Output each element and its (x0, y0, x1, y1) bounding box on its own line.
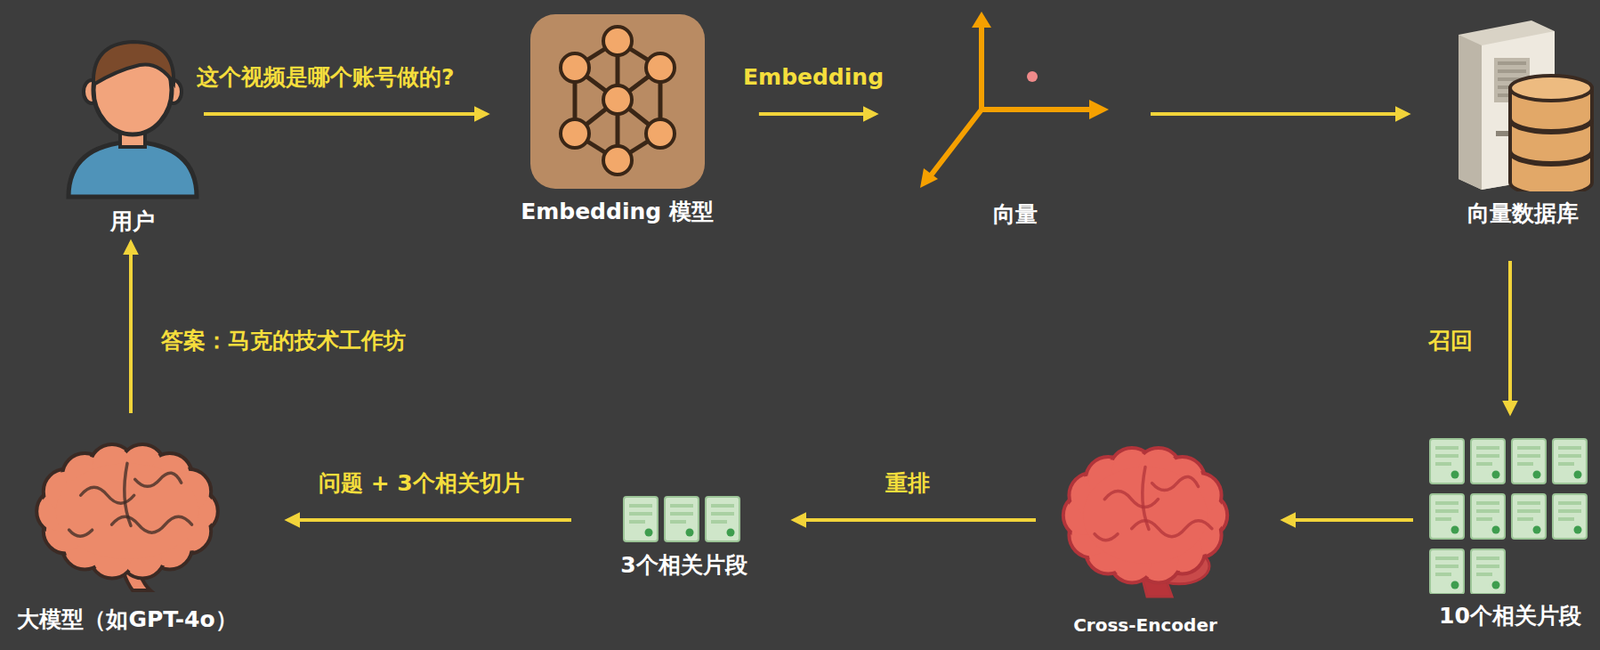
node-icon (61, 25, 204, 200)
flow-arrow (203, 112, 487, 116)
node-icon (918, 9, 1113, 193)
node-icon (1060, 444, 1230, 602)
node-label: 向量数据库 (1467, 200, 1579, 227)
edge-label: 召回 (1428, 327, 1473, 355)
node-label: 用户 (110, 208, 155, 235)
flow-arrow (793, 517, 1036, 522)
flow-arrow (1150, 112, 1408, 116)
node-label: 3个相关片段 (620, 551, 747, 579)
node-icon (1428, 436, 1592, 594)
node-label: 大模型（如GPT-4o） (16, 606, 237, 633)
edge-label: 这个视频是哪个账号做的? (196, 64, 455, 91)
edge-label: 问题 + 3个相关切片 (318, 469, 525, 497)
llm-node: 大模型（如GPT-4o） (8, 440, 247, 633)
edge-label: 答案：马克的技术工作坊 (161, 327, 406, 355)
user-node: 用户 (61, 25, 204, 235)
vector-node: 向量 (918, 9, 1113, 228)
vector-database-node: 向量数据库 (1448, 15, 1598, 227)
fragments-10-node: 10个相关片段 (1428, 436, 1592, 630)
node-label: 10个相关片段 (1438, 602, 1582, 630)
cross-encoder-node: Cross-Encoder (1060, 444, 1230, 636)
edge-label: Embedding (743, 64, 884, 91)
flow-arrow (1283, 517, 1414, 522)
flow-arrow (287, 517, 572, 522)
flow-arrow (129, 242, 133, 413)
node-icon (30, 440, 225, 598)
node-icon (1449, 15, 1597, 192)
flow-arrow (759, 112, 876, 116)
node-icon (528, 12, 706, 190)
node-label: Cross-Encoder (1073, 614, 1218, 636)
node-label: 向量 (993, 201, 1038, 228)
edge-label: 重排 (885, 469, 930, 497)
flow-arrow (1508, 260, 1512, 413)
fragments-3-node: 3个相关片段 (610, 494, 758, 579)
node-icon (622, 494, 747, 543)
embedding-model-node: Embedding 模型 (517, 12, 718, 226)
node-label: Embedding 模型 (520, 198, 714, 226)
